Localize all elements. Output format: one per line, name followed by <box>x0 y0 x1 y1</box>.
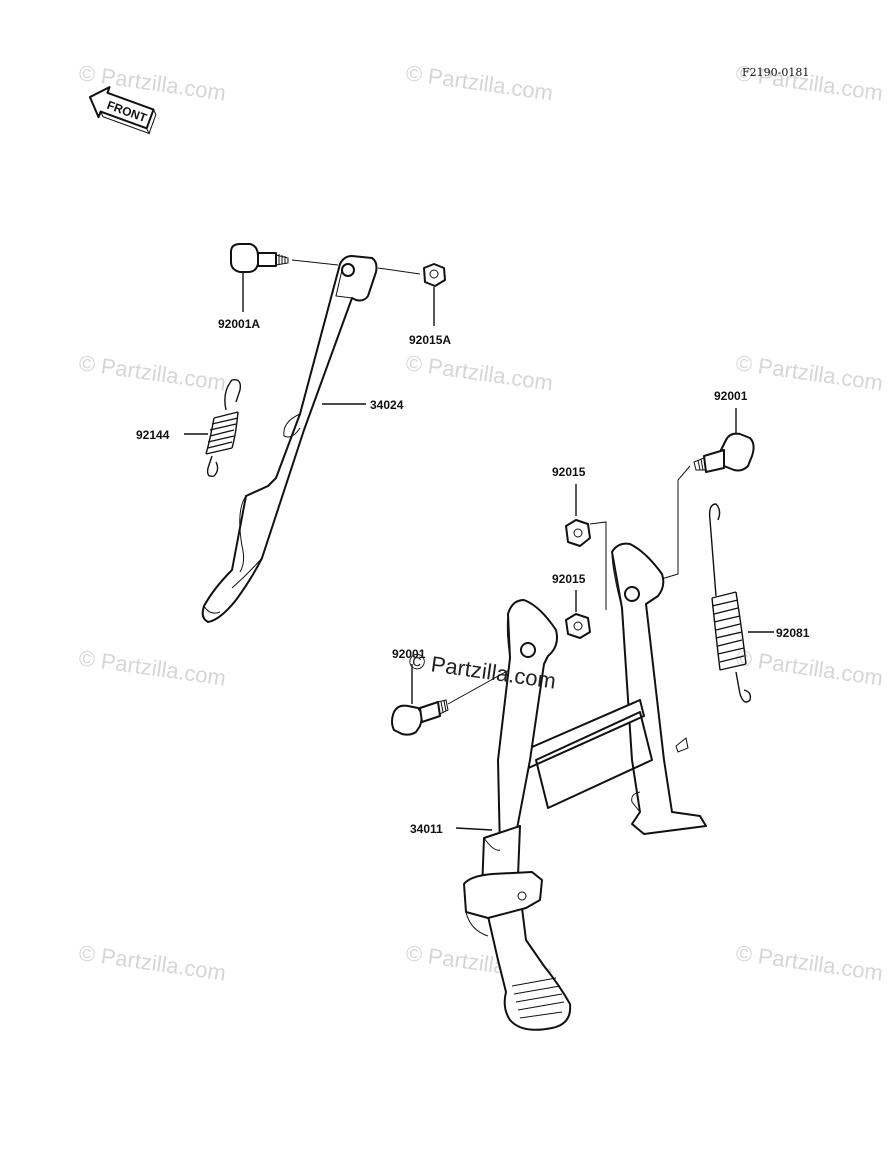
spring-92081 <box>708 503 752 703</box>
bolt-92001-right-callout <box>657 465 691 581</box>
nut-92015A-callout <box>377 267 421 275</box>
nut-92015-upper-callout <box>589 521 607 610</box>
bolt-92001A <box>230 243 289 273</box>
bolt-92001-left <box>391 699 449 736</box>
label-92081: 92081 <box>776 626 810 640</box>
watermark: © Partzilla.com <box>734 645 884 690</box>
watermark: © Partzilla.com <box>77 940 227 985</box>
watermark: © Partzilla.com <box>734 350 884 395</box>
label-92144: 92144 <box>136 428 170 442</box>
label-92001-right: 92001 <box>714 389 748 403</box>
label-34011: 34011 <box>410 822 443 836</box>
label-34024: 34024 <box>370 398 404 412</box>
side-stand-34024 <box>201 255 378 623</box>
watermark: © Partzilla.com <box>77 350 227 395</box>
label-34011-leader <box>455 827 493 831</box>
watermark: © Partzilla.com <box>734 940 884 985</box>
nut-92015A <box>423 263 446 287</box>
watermark: © Partzilla.com <box>77 645 227 690</box>
label-92001A: 92001A <box>218 317 260 331</box>
watermark: © Partzilla.com <box>404 60 554 105</box>
diagram-code: F2190-0181 <box>742 66 809 79</box>
bolt-92001A-callout <box>291 259 339 266</box>
watermark-group: © Partzilla.com © Partzilla.com © Partzi… <box>77 60 884 985</box>
spring-92144 <box>205 379 242 478</box>
watermark: © Partzilla.com <box>404 350 554 395</box>
label-92015A: 92015A <box>409 333 451 347</box>
bolt-92001-right <box>693 432 755 473</box>
nut-92015-lower <box>565 613 591 639</box>
nut-92015-upper <box>565 519 591 547</box>
label-92015-lower: 92015 <box>552 572 586 586</box>
center-stand-34011 <box>463 542 707 1031</box>
label-92001-left: 92001 <box>392 647 426 661</box>
label-92015-upper: 92015 <box>552 465 586 479</box>
